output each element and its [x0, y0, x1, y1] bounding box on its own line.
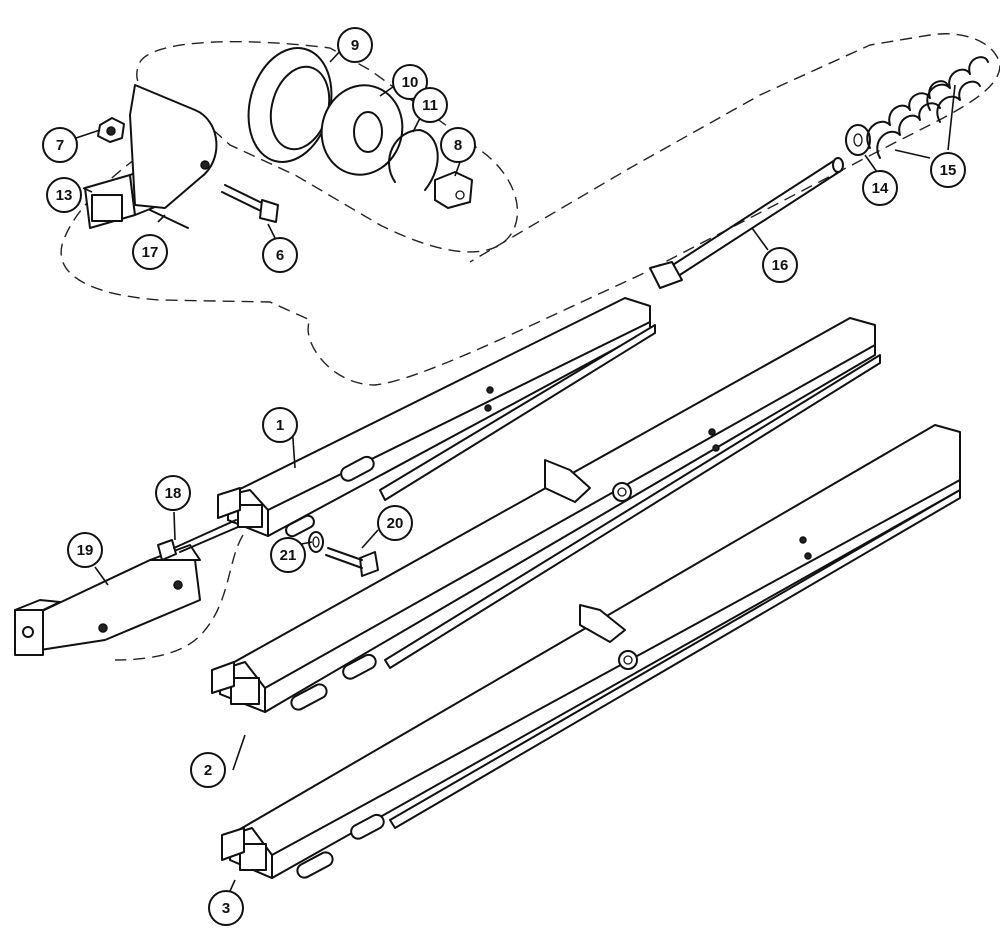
washer-21: [308, 531, 324, 553]
hub-10: [320, 84, 404, 176]
callout-label-10: 10: [402, 74, 419, 91]
callout-label-8: 8: [454, 137, 462, 154]
callout-label-7: 7: [56, 137, 64, 154]
callout-label-3: 3: [222, 900, 230, 917]
callout-14: 14: [862, 170, 898, 206]
sprocket-9: [247, 47, 333, 163]
bolt-18: [157, 519, 239, 561]
frame-tube-2: [211, 317, 881, 713]
frame-tube-3: [221, 424, 961, 879]
callout-21: 21: [270, 537, 306, 573]
callout-label-17: 17: [142, 244, 159, 261]
callout-label-21: 21: [280, 547, 297, 564]
callout-20: 20: [377, 505, 413, 541]
callout-11: 11: [412, 87, 448, 123]
snap-ring-11: [388, 129, 439, 191]
callout-label-6: 6: [276, 247, 284, 264]
callout-6: 6: [262, 237, 298, 273]
callout-2: 2: [190, 752, 226, 788]
extension-bracket-19: [14, 544, 201, 656]
callout-15: 15: [930, 152, 966, 188]
callout-8: 8: [440, 127, 476, 163]
nut-7: [97, 117, 125, 143]
callout-label-16: 16: [772, 257, 789, 274]
bolt-6: [221, 184, 279, 223]
callout-label-2: 2: [204, 762, 212, 779]
springs-15: [866, 56, 989, 159]
callout-label-19: 19: [77, 542, 94, 559]
callout-label-18: 18: [165, 485, 182, 502]
callout-label-14: 14: [872, 180, 889, 197]
callout-label-9: 9: [351, 37, 359, 54]
callout-13: 13: [46, 177, 82, 213]
callout-label-15: 15: [940, 162, 957, 179]
callout-7: 7: [42, 127, 78, 163]
callout-label-20: 20: [387, 515, 404, 532]
callout-label-13: 13: [56, 187, 73, 204]
bolt-20: [325, 547, 379, 577]
callout-18: 18: [155, 475, 191, 511]
callout-19: 19: [67, 532, 103, 568]
dashed-group-outline-left: [60, 33, 1000, 386]
frame-tube-1: [217, 297, 656, 538]
washer-14: [845, 124, 871, 156]
callout-3: 3: [208, 890, 244, 926]
callout-label-1: 1: [276, 417, 284, 434]
callout-label-11: 11: [422, 97, 438, 114]
callout-17: 17: [132, 234, 168, 270]
shaft-16: [649, 157, 844, 289]
callout-9: 9: [337, 27, 373, 63]
callout-16: 16: [762, 247, 798, 283]
callout-10: 10: [392, 64, 428, 100]
block-8: [434, 171, 473, 209]
mounting-bracket-13: [84, 84, 218, 229]
dashed-leader-19: [114, 534, 244, 661]
callout-1: 1: [262, 407, 298, 443]
pin-17: [149, 209, 189, 229]
